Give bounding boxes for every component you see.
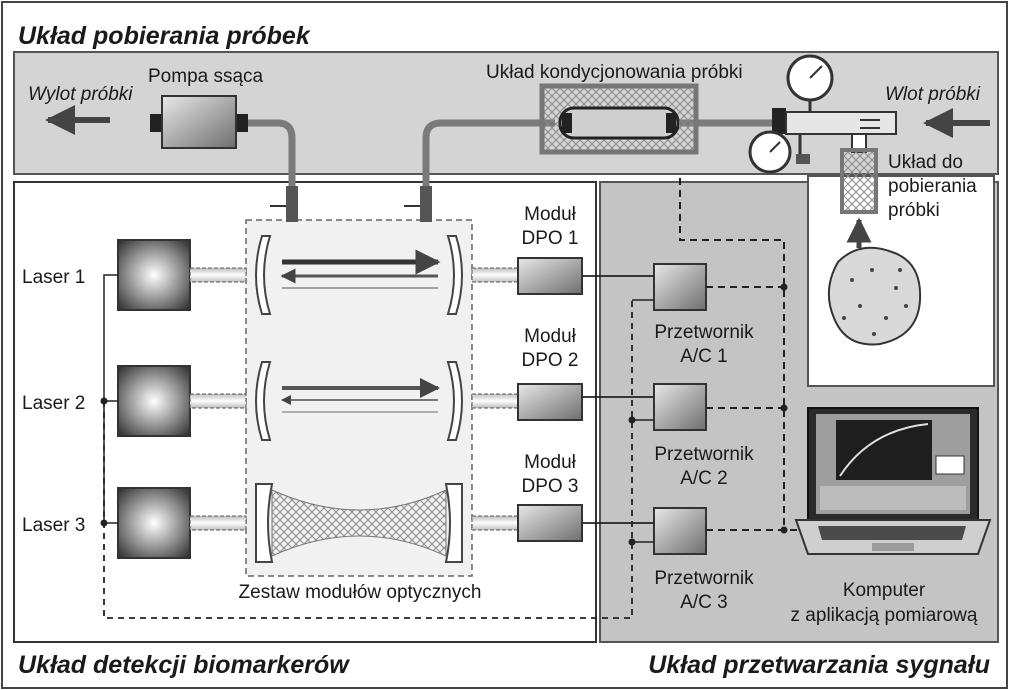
- collector-filter: [840, 148, 878, 214]
- mirror-1-right: [446, 235, 463, 315]
- cell-tube: [422, 119, 555, 190]
- laser-row-2: [117, 361, 583, 441]
- laptop-controls: [820, 486, 966, 510]
- laser-1-box: [117, 239, 191, 311]
- valve-port: [772, 108, 786, 134]
- dpo-3-label-line2: DPO 3: [521, 476, 578, 497]
- converter-3-label-line2: A/C 3: [680, 592, 728, 613]
- dpo-1-label-line2: DPO 1: [521, 228, 578, 249]
- conditioning-label: Układ kondycjonowania próbki: [486, 62, 743, 83]
- dpo-3-box: [517, 504, 583, 542]
- valve-flow-arrows-icon: [860, 119, 880, 129]
- pump-tube: [248, 119, 296, 190]
- pump-box: [161, 95, 237, 149]
- laptop-plot-curve: [839, 423, 929, 477]
- beam-3-out: [471, 515, 519, 531]
- laser-3-box: [117, 487, 191, 559]
- outlet-label: Wylot próbki: [28, 84, 133, 105]
- trigger-branches: [632, 299, 654, 543]
- laser-3-beam: [189, 515, 247, 531]
- output-node-2: [780, 404, 788, 412]
- mirror-3-left: [255, 483, 274, 563]
- converter-1-box: [653, 263, 707, 311]
- sample-particles: [842, 268, 908, 336]
- mirror-2-left: [255, 361, 272, 441]
- dpo-1-label-line1: Moduł: [524, 204, 577, 225]
- trigger-node-1: [628, 416, 636, 424]
- mirror-3-right: [444, 483, 463, 563]
- pump-label: Pompa ssąca: [148, 66, 264, 87]
- converter-2-box: [653, 383, 707, 431]
- output-node-3: [780, 526, 788, 534]
- dpo-2-box: [517, 383, 583, 421]
- laser-row-3: [117, 483, 583, 563]
- multipass-beam-pattern: [271, 489, 447, 557]
- converter-2-label-line2: A/C 2: [680, 468, 728, 489]
- computer-label-line1: Komputer: [843, 580, 926, 601]
- computer-label-line2: z aplikacją pomiarową: [791, 605, 978, 626]
- laser-1-label: Laser 1: [22, 267, 85, 288]
- mirror-2-right: [446, 361, 463, 441]
- collector-label-line1: Układ do: [888, 152, 963, 173]
- converter-output-lines: [706, 286, 810, 531]
- laser-2-box: [117, 365, 191, 437]
- processing-section-title: Układ przetwarzania sygnału: [648, 651, 990, 679]
- dpo-3-label-line1: Moduł: [524, 452, 577, 473]
- laser-trigger-dashed-line: [103, 300, 633, 619]
- sample-source-blob: [827, 246, 922, 346]
- laptop-keyboard: [818, 526, 966, 540]
- conditioning-cap-left: [562, 113, 572, 133]
- dpo-1-box: [517, 257, 583, 295]
- optical-modules-label: Zestaw modułów optycznych: [239, 582, 482, 603]
- laptop-icon: [794, 407, 992, 555]
- laser-row-1: [117, 235, 583, 315]
- valve-body: [785, 111, 897, 135]
- output-node-1: [780, 283, 788, 291]
- converter-3-box: [653, 507, 707, 555]
- pump-port-left: [150, 114, 162, 132]
- converter-1-label-line2: A/C 1: [680, 346, 728, 367]
- laptop-legend: [935, 455, 965, 475]
- conditioning-control-line: [679, 178, 785, 530]
- collector-label-line3: próbki: [888, 200, 940, 221]
- trigger-node-2: [628, 538, 636, 546]
- collector-label-line2: pobierania: [888, 176, 977, 197]
- mirror-1-left: [255, 235, 272, 315]
- detection-section-title: Układ detekcji biomarkerów: [18, 651, 350, 679]
- converter-3-label-line1: Przetwornik: [654, 568, 754, 589]
- gauge-needle-top: [809, 65, 823, 79]
- laser-2-label: Laser 2: [22, 393, 85, 414]
- beam-2-out: [471, 393, 519, 409]
- laptop-plot-area: [836, 420, 932, 480]
- cell-valve-left: [286, 186, 298, 222]
- laser-3-label: Laser 3: [22, 515, 85, 536]
- dpo-2-label-line2: DPO 2: [521, 350, 578, 371]
- converter-2-label-line1: Przetwornik: [654, 444, 754, 465]
- conditioning-cap-right: [666, 113, 676, 133]
- laser-1-beam: [189, 267, 247, 283]
- pump-port-right: [236, 114, 248, 132]
- laptop-touchpad: [872, 543, 914, 551]
- converter-1-label-line1: Przetwornik: [654, 322, 754, 343]
- dpo-2-label-line1: Moduł: [524, 326, 577, 347]
- valve-handle: [796, 154, 810, 164]
- cell-valve-right: [420, 186, 432, 222]
- gauge-needle-bottom: [769, 141, 781, 153]
- inlet-label: Wlot próbki: [885, 84, 981, 105]
- beam-1-out: [471, 267, 519, 283]
- laser-2-beam: [189, 393, 247, 409]
- conditioning-tube-element: [558, 106, 680, 140]
- sampling-section-title: Układ pobierania próbek: [18, 22, 311, 50]
